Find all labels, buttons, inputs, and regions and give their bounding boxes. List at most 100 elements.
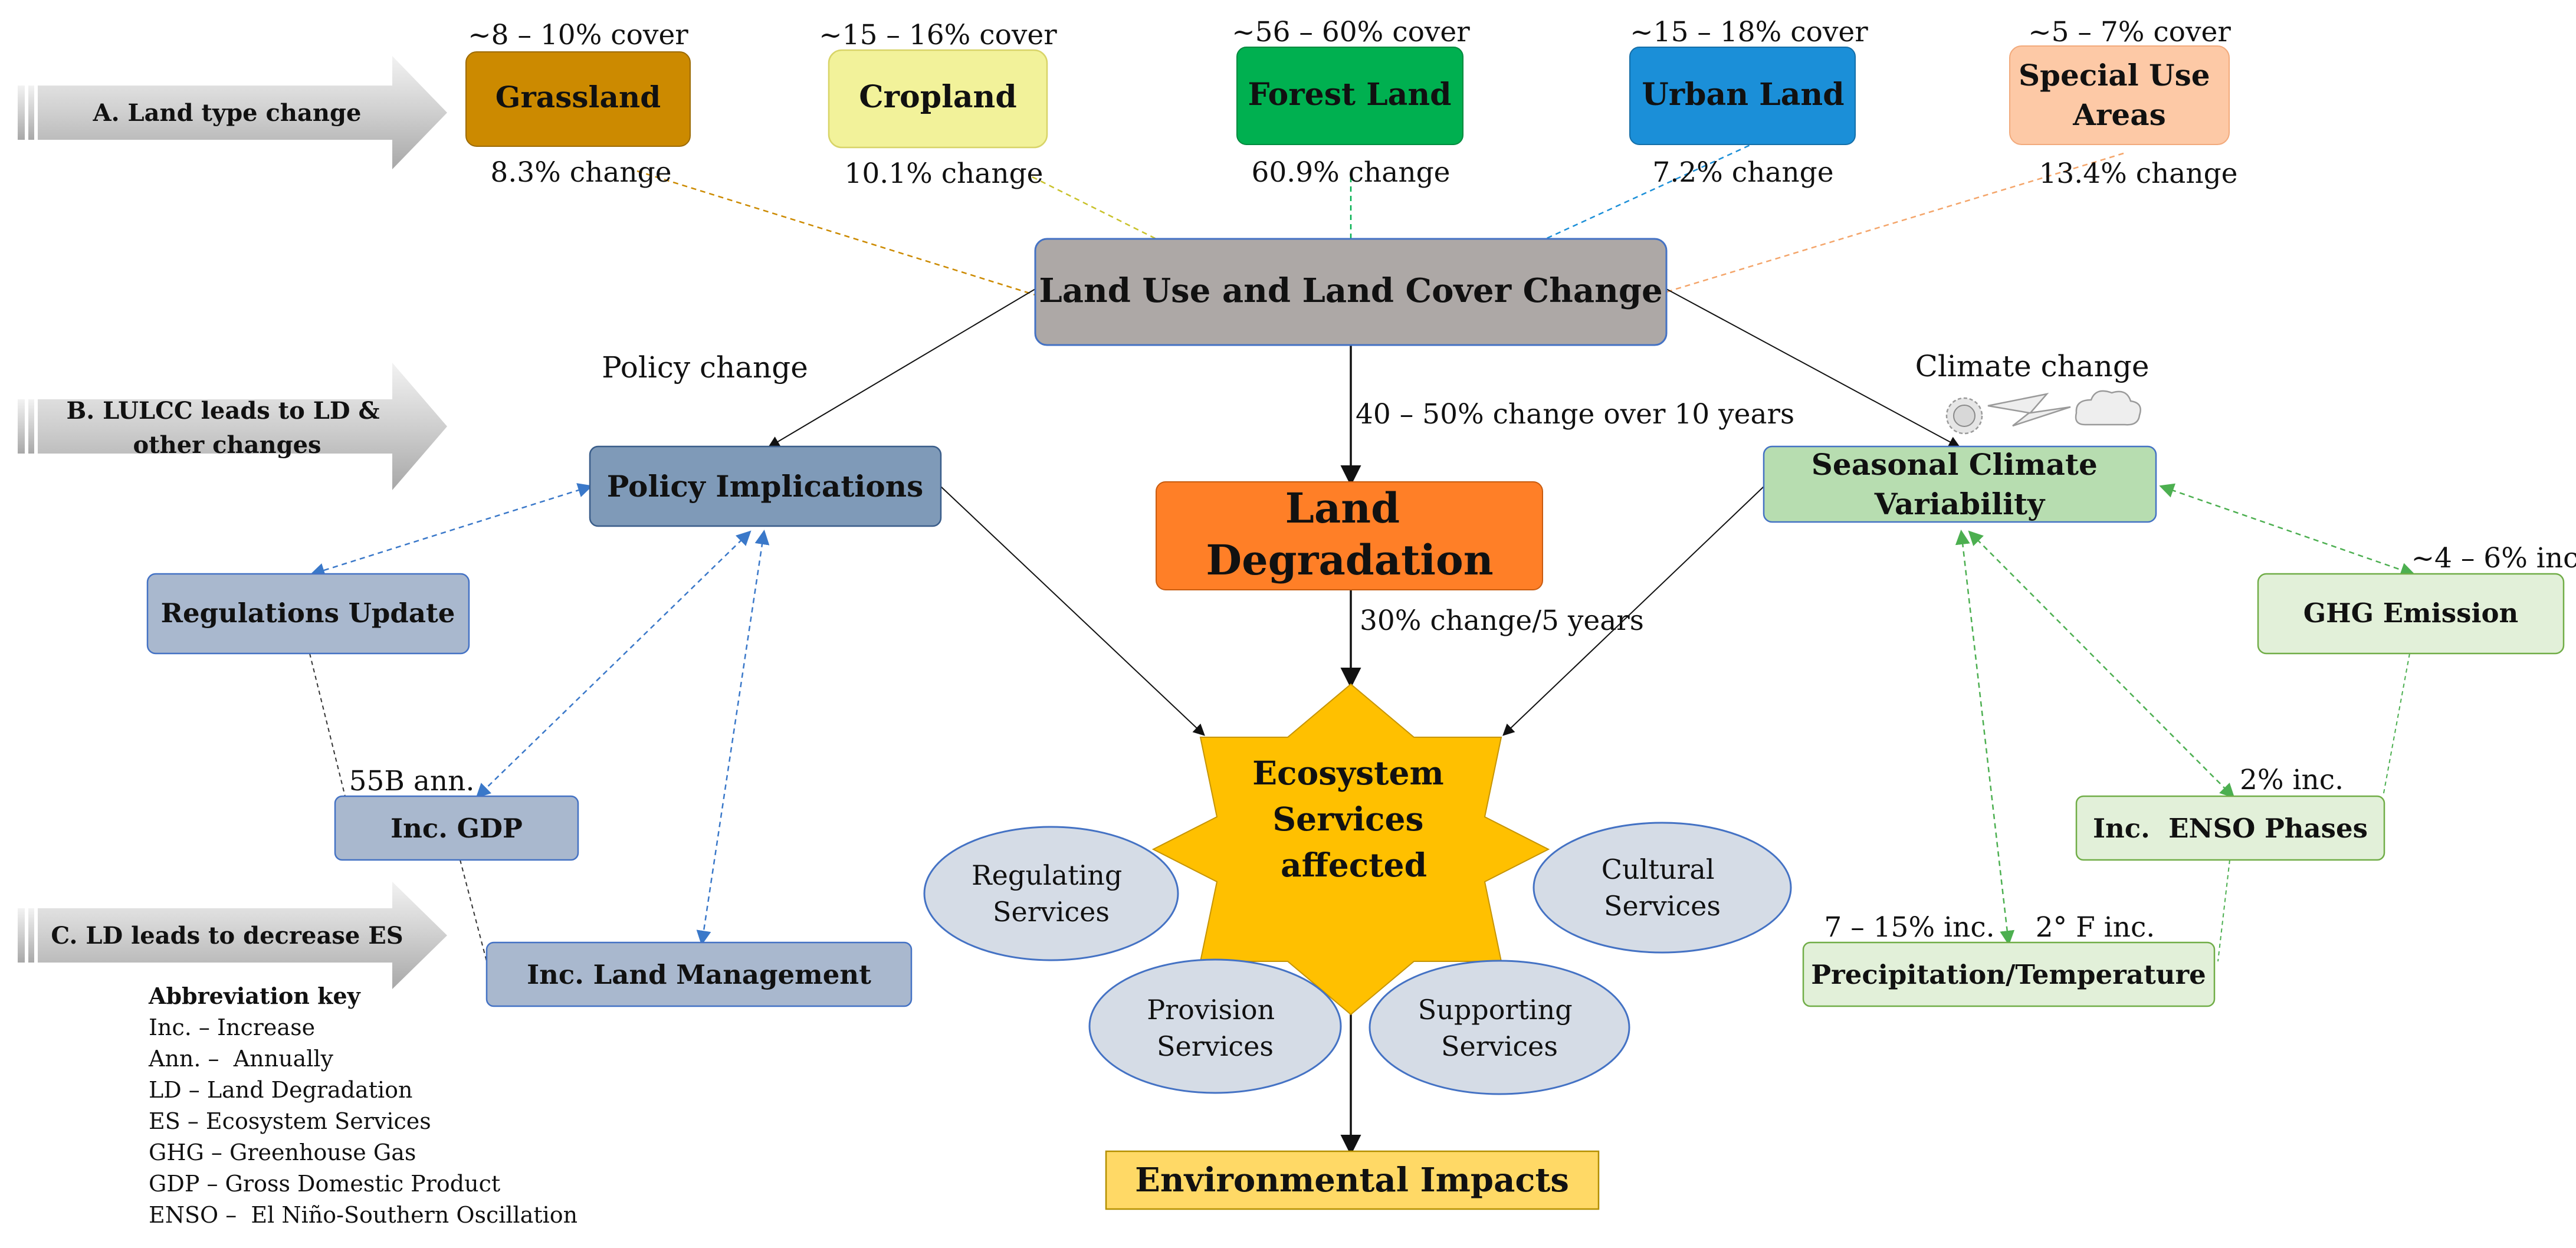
stage-b-line-1: B. LULCC leads to LD & <box>66 397 379 425</box>
special-use-name-line-2: Areas <box>2072 97 2166 132</box>
environmental-impacts-title: Environmental Impacts <box>1135 1161 1569 1200</box>
abbreviation-title: Abbreviation key <box>148 983 361 1009</box>
regulations-update-node: Regulations Update <box>146 573 470 655</box>
precip-temp-node: Precipitation/Temperature <box>1802 941 2216 1007</box>
grassland-cover: ~8 – 10% cover <box>468 19 688 51</box>
forest-cover: ~56 – 60% cover <box>1232 16 1470 48</box>
abbreviation-item: Ann. – Annually <box>148 1046 334 1072</box>
ecosystem-line-1: Ecosystem <box>1252 754 1444 792</box>
inc-gdp-title: Inc. GDP <box>390 813 523 844</box>
supporting-label: Supporting Services <box>1418 994 1581 1062</box>
stage-b-line-2: other changes <box>133 431 321 459</box>
regulations-to-gdp-link <box>309 653 346 797</box>
policy-implications-node: Policy Implications <box>589 445 942 527</box>
cropland-connector <box>1032 176 1157 240</box>
urban-connector <box>1545 140 1758 240</box>
service-supporting: Supporting Services <box>1369 960 1630 1095</box>
enso-to-precip-link <box>2217 859 2230 962</box>
stage-a-label: A. Land type change <box>93 99 362 127</box>
lulcc-to-ld-label: 40 – 50% change over 10 years <box>1356 398 1794 431</box>
enso-value-label: 2% inc. <box>2240 764 2344 796</box>
abbreviation-item: ES – Ecosystem Services <box>149 1108 431 1134</box>
ecosystem-services-title: Ecosystem Services affected <box>1252 754 1455 884</box>
precip-value-label: 7 – 15% inc. <box>1824 911 1994 944</box>
forest-box <box>1236 47 1463 145</box>
connectors <box>309 140 2416 1155</box>
abbreviation-item: LD – Land Degradation <box>149 1077 412 1103</box>
policy-to-regulations-arrow <box>310 483 593 577</box>
land-type-forest: ~56 – 60% cover Forest Land 60.9% change <box>1232 16 1470 189</box>
enso-phases-node: Inc. ENSO Phases <box>2075 795 2385 861</box>
abbreviation-item: Inc. – Increase <box>149 1014 315 1040</box>
lulcc-node: Land Use and Land Cover Change <box>1034 238 1668 346</box>
stage-b-label: B. LULCC leads to LD & other changes <box>66 397 388 459</box>
cropland-cover: ~15 – 16% cover <box>819 19 1057 51</box>
grassland-box <box>465 51 691 147</box>
seasonal-variability-node: Seasonal Climate Variability <box>1763 445 2157 523</box>
variability-to-enso-arrow <box>1968 530 2235 799</box>
seasonal-line-2: Variability <box>1874 487 2046 521</box>
regulations-update-title: Regulations Update <box>161 597 455 629</box>
enso-phases-title: Inc. ENSO Phases <box>2093 813 2368 844</box>
climate-to-es-arrow <box>1502 486 1764 736</box>
stage-arrow-a: A. Land type change <box>18 56 447 169</box>
abbreviation-key: Abbreviation key Inc. – Increase Ann. – … <box>148 983 577 1228</box>
special-use-name: Special Use Areas <box>2019 58 2220 132</box>
land-type-grassland: ~8 – 10% cover Grassland 8.3% change <box>465 19 691 189</box>
grassland-connector <box>636 170 1036 296</box>
provision-label: Provision Services <box>1147 994 1284 1062</box>
lulcc-to-climate-arrow <box>1666 288 1961 448</box>
ghg-emission-title: GHG Emission <box>2303 597 2519 629</box>
stage-arrow-c: C. LD leads to decrease ES <box>18 882 447 989</box>
urban-change: 7.2% change <box>1652 156 1833 189</box>
regulating-line-2: Services <box>993 896 1110 928</box>
forest-change: 60.9% change <box>1251 156 1450 189</box>
special-use-connector <box>1666 152 2124 293</box>
special-use-cover: ~5 – 7% cover <box>2028 16 2231 48</box>
abbreviation-item: ENSO – El Niño-Southern Oscillation <box>149 1202 577 1228</box>
seasonal-line-1: Seasonal Climate <box>1812 447 2098 482</box>
inc-land-management-node: Inc. Land Management <box>485 941 913 1007</box>
ecosystem-line-2: Services <box>1272 800 1423 838</box>
grassland-name: Grassland <box>495 80 661 114</box>
precip-temp-title: Precipitation/Temperature <box>1811 959 2206 990</box>
special-use-change: 13.4% change <box>2039 157 2237 190</box>
lulcc-to-policy-arrow <box>767 288 1036 448</box>
land-type-special-use: ~5 – 7% cover Special Use Areas 13.4% ch… <box>2009 16 2238 190</box>
supporting-line-1: Supporting <box>1418 994 1573 1026</box>
policy-change-label: Policy change <box>602 350 808 385</box>
abbreviation-item: GHG – Greenhouse Gas <box>149 1139 416 1165</box>
gdp-value-label: 55B ann. <box>349 765 475 797</box>
policy-to-es-arrow <box>940 486 1205 736</box>
forest-name: Forest Land <box>1248 77 1451 113</box>
temp-value-label: 2° F inc. <box>2036 911 2155 944</box>
weather-icon <box>1945 390 2141 435</box>
special-use-name-line-1: Special Use <box>2019 58 2210 93</box>
service-regulating: Regulating Services <box>923 826 1179 961</box>
ghg-to-enso-link <box>2383 653 2410 797</box>
variability-to-ghg-arrow <box>2159 483 2416 577</box>
seasonal-variability-title: Seasonal Climate Variability <box>1812 447 2108 521</box>
ecosystem-line-3: affected <box>1281 846 1427 884</box>
policy-to-land-management-arrow <box>696 530 770 945</box>
service-provision: Provision Services <box>1088 958 1342 1094</box>
land-degradation-title: Land Degradation <box>1206 484 1493 584</box>
provision-line-2: Services <box>1157 1030 1274 1062</box>
lulcc-title: Land Use and Land Cover Change <box>1039 271 1662 310</box>
supporting-line-2: Services <box>1441 1030 1558 1062</box>
special-use-box <box>2009 45 2230 145</box>
abbreviation-item: GDP – Gross Domestic Product <box>149 1171 500 1197</box>
ecosystem-services-star: Ecosystem Services affected <box>1151 683 1550 1016</box>
policy-to-gdp-arrow <box>475 530 752 799</box>
cropland-change: 10.1% change <box>844 157 1043 190</box>
service-cultural: Cultural Services <box>1533 822 1792 954</box>
land-degradation-line-2: Degradation <box>1206 536 1493 584</box>
cultural-line-1: Cultural <box>1602 853 1715 885</box>
land-degradation-node: Land Degradation <box>1156 481 1543 590</box>
provision-line-1: Provision <box>1147 994 1275 1026</box>
urban-name: Urban Land <box>1642 77 1844 113</box>
grassland-change: 8.3% change <box>490 156 671 189</box>
gdp-to-land-management-link <box>460 859 487 962</box>
regulating-line-1: Regulating <box>972 859 1122 891</box>
